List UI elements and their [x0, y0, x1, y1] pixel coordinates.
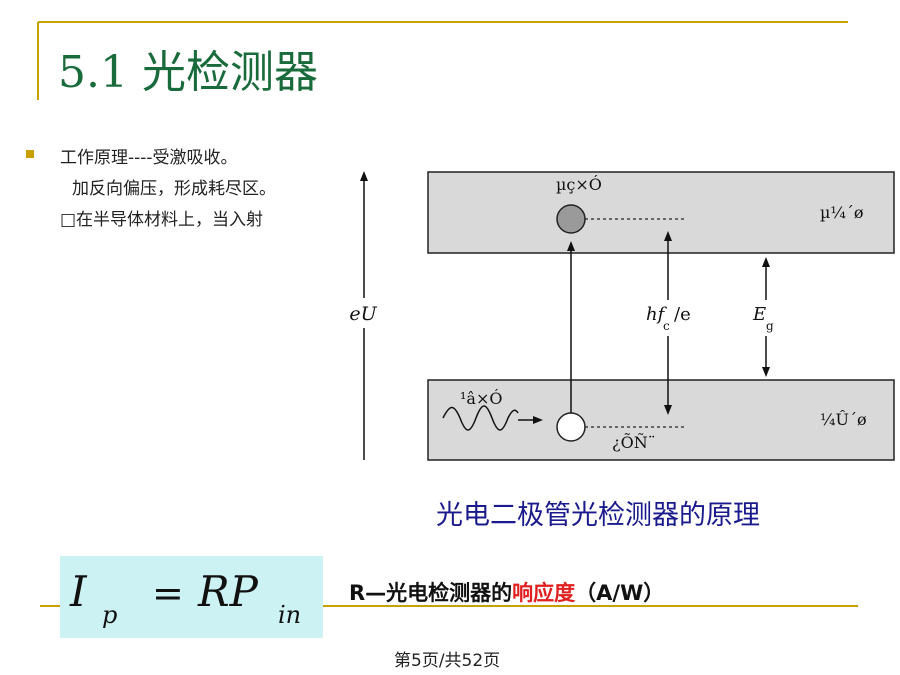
- bullet-text-1: 工作原理----受激吸收。: [60, 148, 238, 168]
- bullet-icon: [26, 150, 34, 158]
- responsivity-highlight: 响应度: [512, 581, 576, 605]
- eg-label-bg: [750, 300, 784, 336]
- valence-band-label: ¼Û´ø: [820, 409, 867, 429]
- diagram-caption: 光电二极管光检测器的原理: [436, 500, 760, 531]
- hf-label: hf: [646, 304, 668, 325]
- page-number: 第5页/共52页: [394, 651, 501, 671]
- hole-circle: [556, 412, 586, 442]
- formula-in-subscript: in: [278, 601, 301, 629]
- eu-label-bg: [345, 298, 383, 328]
- responsivity-symbol: R: [349, 581, 366, 605]
- responsivity-definition: R—光电检测器的响应度（A/W）: [349, 577, 664, 607]
- formula-I: I: [69, 567, 88, 616]
- eu-label: eU: [349, 303, 377, 325]
- conduction-band: [427, 171, 895, 254]
- eg-subscript: g: [766, 319, 774, 333]
- photon-wave-icon: [442, 405, 519, 431]
- formula-p-subscript: p: [102, 601, 117, 629]
- bullet-text-2: 加反向偏压，形成耗尽区。: [72, 179, 276, 199]
- electron-label: µç×Ó: [556, 174, 602, 194]
- hf-label-bg: [644, 300, 696, 336]
- eg-label: E: [752, 304, 766, 325]
- hf-subscript: c: [663, 319, 670, 333]
- hole-label: ¿ÕÑ¨: [612, 432, 656, 452]
- responsivity-description: —光电检测器的: [365, 581, 513, 605]
- formula-equals: =: [152, 571, 184, 615]
- formula-RP: RP: [197, 567, 259, 616]
- page-title: 5.1 光检测器: [58, 47, 318, 98]
- conduction-band-label: µ¼´ø: [820, 203, 864, 222]
- bullet-text-3: □在半导体材料上，当入射: [60, 210, 264, 230]
- photon-label: ¹â×Ó: [460, 388, 502, 408]
- formula: I p = RP in: [69, 567, 301, 629]
- formula-box: I p = RP in: [60, 556, 323, 638]
- hf-suffix: /e: [674, 304, 691, 325]
- electron-dot: [556, 204, 586, 234]
- valence-band: [427, 379, 895, 461]
- responsivity-unit: （A/W）: [575, 581, 665, 605]
